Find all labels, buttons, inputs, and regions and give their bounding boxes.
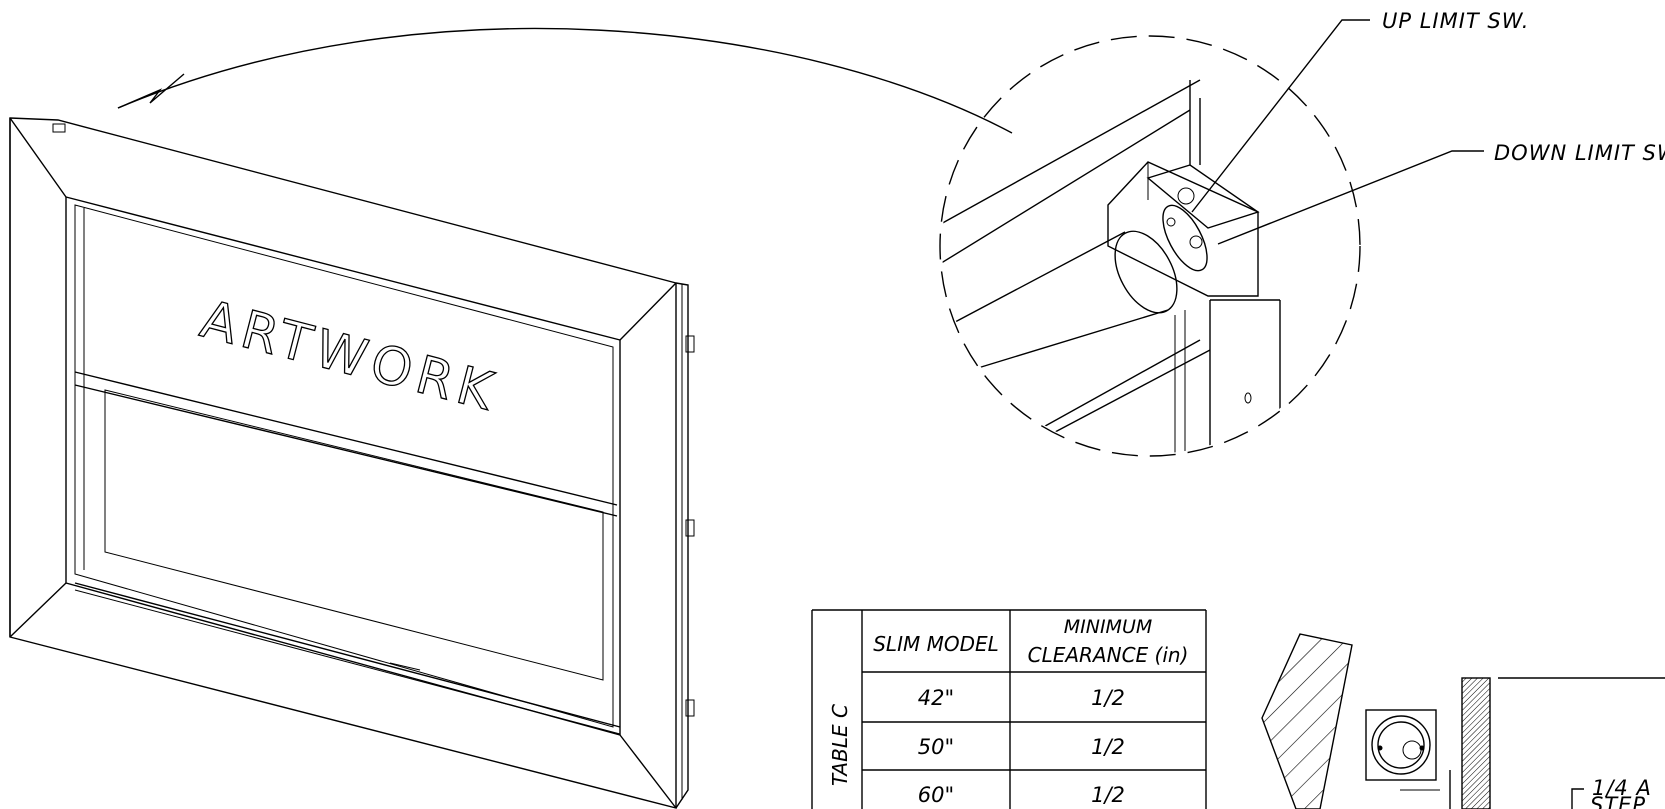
header-slim-model: SLIM MODEL (873, 632, 999, 656)
mounting-brackets (52, 123, 695, 717)
down-limit-switch-label: DOWN LIMIT SW. (1494, 141, 1665, 165)
table-c: TABLE C SLIM MODEL MINIMUM CLEARANCE (in… (811, 609, 1207, 809)
detail-reference-arc (117, 27, 1013, 134)
table-row-3-clearance: 1/2 (1091, 783, 1125, 807)
artwork-label: ARTWORK (195, 289, 505, 423)
section-view (1261, 633, 1665, 809)
table-row-2-clearance: 1/2 (1091, 735, 1125, 759)
table-row-1-clearance: 1/2 (1091, 686, 1125, 710)
table-row-3-model: 60" (918, 783, 954, 807)
bottom-right-callout-line1: 1/4 A (1592, 776, 1652, 800)
bottom-right-callout-line2: STEP (1590, 793, 1646, 809)
up-limit-switch-label: UP LIMIT SW. (1382, 9, 1529, 33)
header-clearance-line1: MINIMUM (1064, 616, 1153, 638)
table-row-2-model: 50" (918, 735, 954, 759)
table-title: TABLE C (828, 704, 852, 786)
table-row-1-model: 42" (918, 686, 954, 710)
header-clearance-line2: CLEARANCE (in) (1028, 643, 1189, 667)
callout-leaders (1191, 19, 1484, 245)
artwork-frame-assembly: ARTWORK (9, 117, 695, 809)
limit-switch-detail (939, 35, 1361, 457)
